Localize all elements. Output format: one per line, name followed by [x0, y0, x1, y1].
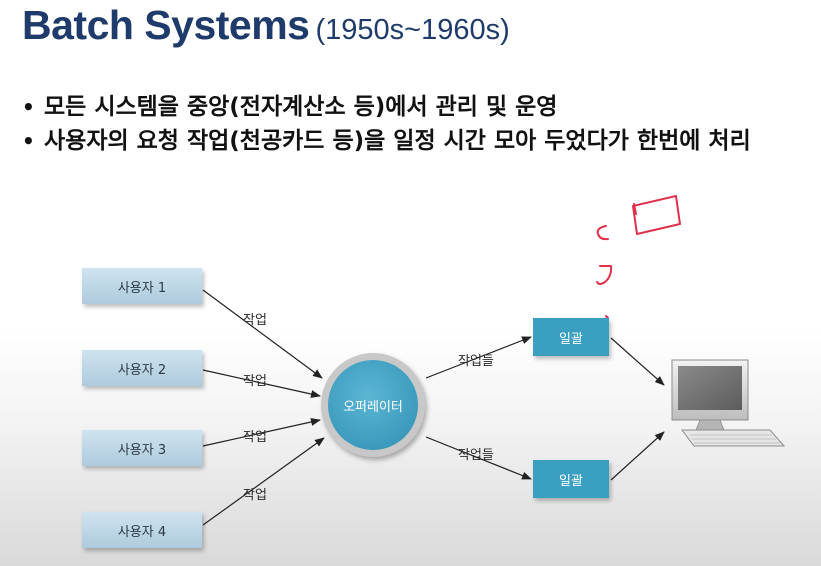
connector-user4-operator: [202, 437, 325, 526]
title-main: Batch Systems: [22, 2, 310, 48]
bullet-text: 사용자의 요청 작업(천공카드 등)을 일정 시간 모아 두었다가 한번에 처리: [44, 128, 751, 154]
user-box-3: 사용자 3: [82, 430, 202, 466]
edge-label-user3: 작업: [243, 430, 267, 445]
edge-label-batch2: 작업들: [458, 448, 494, 463]
edge-label-user2: 작업: [243, 374, 267, 389]
bullet-item: • 모든 시스템을 중앙(전자계산소 등)에서 관리 및 운영: [22, 92, 812, 122]
bullet-item: • 사용자의 요청 작업(천공카드 등)을 일정 시간 모아 두었다가 한번에 …: [22, 126, 812, 156]
connector-user1-operator: [202, 289, 323, 379]
desktop-computer-icon: [671, 359, 786, 447]
connector-batch2-computer: [610, 431, 665, 481]
bullet-list: • 모든 시스템을 중앙(전자계산소 등)에서 관리 및 운영 • 사용자의 요…: [22, 92, 812, 160]
connector-operator-batch1: [425, 336, 532, 379]
edge-label-batch1: 작업들: [458, 354, 494, 369]
slide-title: Batch Systems(1950s~1960s): [22, 2, 510, 49]
connector-user2-operator: [202, 369, 321, 398]
batch-box-1: 일괄: [533, 318, 609, 356]
connector-batch1-computer: [610, 337, 665, 386]
bullet-dot: •: [22, 95, 35, 119]
edge-label-user1: 작업: [243, 313, 267, 328]
user-box-2: 사용자 2: [82, 350, 202, 386]
title-period: (1950s~1960s): [315, 14, 510, 46]
operator-label: 오퍼레이터: [328, 360, 418, 450]
bullet-text: 모든 시스템을 중앙(전자계산소 등)에서 관리 및 운영: [44, 94, 558, 120]
connector-user3-operator: [202, 418, 321, 447]
operator-node: 오퍼레이터: [321, 353, 425, 457]
edge-label-user4: 작업: [243, 488, 267, 503]
user-box-1: 사용자 1: [82, 268, 202, 304]
connector-operator-batch2: [425, 436, 532, 480]
bullet-dot: •: [22, 129, 35, 153]
user-box-4: 사용자 4: [82, 512, 202, 548]
handwritten-annotation: [596, 195, 681, 319]
batch-box-2: 일괄: [533, 460, 609, 498]
